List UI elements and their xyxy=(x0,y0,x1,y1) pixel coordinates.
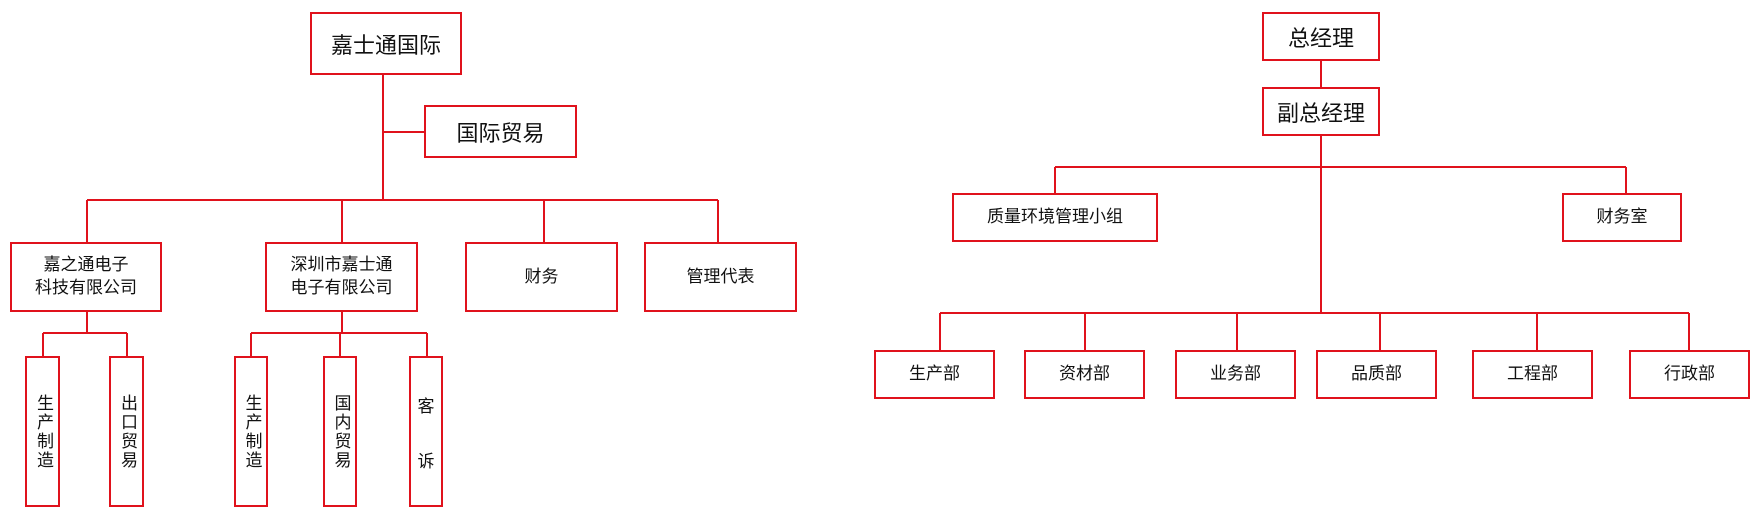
node-international-trade-label: 国际贸易 xyxy=(456,121,545,147)
node-qe-group-label: 质量环境管理小组 xyxy=(987,207,1123,227)
node-general-manager-label: 总经理 xyxy=(1287,26,1354,52)
node-finance: 财务 xyxy=(465,242,618,312)
node-deputy-manager-label: 副总经理 xyxy=(1276,101,1365,127)
node-complaint-char1: 客 xyxy=(417,396,435,417)
node-dept-engineering: 工程部 xyxy=(1472,350,1593,399)
node-international-trade: 国际贸易 xyxy=(424,105,577,158)
node-management-rep: 管理代表 xyxy=(644,242,797,312)
node-deputy-manager: 副总经理 xyxy=(1262,87,1380,136)
node-dept-production-label: 生产部 xyxy=(909,364,960,384)
node-dept-production: 生产部 xyxy=(874,350,995,399)
node-dept-engineering-label: 工程部 xyxy=(1507,364,1558,384)
node-dept-materials: 资材部 xyxy=(1024,350,1145,399)
node-complaint: 客 诉 xyxy=(409,356,443,507)
node-shenzhen-line1: 深圳市嘉士通 xyxy=(290,255,393,275)
node-shenzhen-line2: 电子有限公司 xyxy=(290,278,393,298)
node-production-2: 生产制造 xyxy=(234,356,268,507)
node-general-manager: 总经理 xyxy=(1262,12,1380,61)
node-dept-business-label: 业务部 xyxy=(1210,364,1261,384)
node-domestic-trade: 国内贸易 xyxy=(323,356,357,507)
node-finance-office-label: 财务室 xyxy=(1596,207,1648,227)
node-shenzhen-jiashitong: 深圳市嘉士通 电子有限公司 xyxy=(265,242,418,312)
node-export-trade-label: 出口贸易 xyxy=(117,393,137,470)
node-root: 嘉士通国际 xyxy=(310,12,462,75)
node-finance-label: 财务 xyxy=(524,266,559,287)
node-management-rep-label: 管理代表 xyxy=(686,266,755,287)
node-finance-office: 财务室 xyxy=(1562,193,1682,242)
node-dept-quality-label: 品质部 xyxy=(1351,364,1402,384)
node-production-1-label: 生产制造 xyxy=(33,393,53,470)
node-complaint-char2: 诉 xyxy=(417,451,435,472)
node-domestic-trade-label: 国内贸易 xyxy=(330,393,351,470)
node-jiazhitong-line2: 科技有限公司 xyxy=(35,278,137,298)
node-production-2-label: 生产制造 xyxy=(241,393,262,470)
node-dept-admin-label: 行政部 xyxy=(1664,364,1715,384)
node-qe-group: 质量环境管理小组 xyxy=(952,193,1158,242)
node-production-1: 生产制造 xyxy=(25,356,60,507)
node-dept-quality: 品质部 xyxy=(1316,350,1437,399)
node-root-label: 嘉士通国际 xyxy=(330,33,441,59)
node-dept-admin: 行政部 xyxy=(1629,350,1750,399)
node-jiazhitong-line1: 嘉之通电子 xyxy=(43,255,129,275)
node-export-trade: 出口贸易 xyxy=(109,356,144,507)
node-jiazhitong-electronics: 嘉之通电子 科技有限公司 xyxy=(10,242,162,312)
node-dept-materials-label: 资材部 xyxy=(1059,364,1110,384)
node-dept-business: 业务部 xyxy=(1175,350,1296,399)
